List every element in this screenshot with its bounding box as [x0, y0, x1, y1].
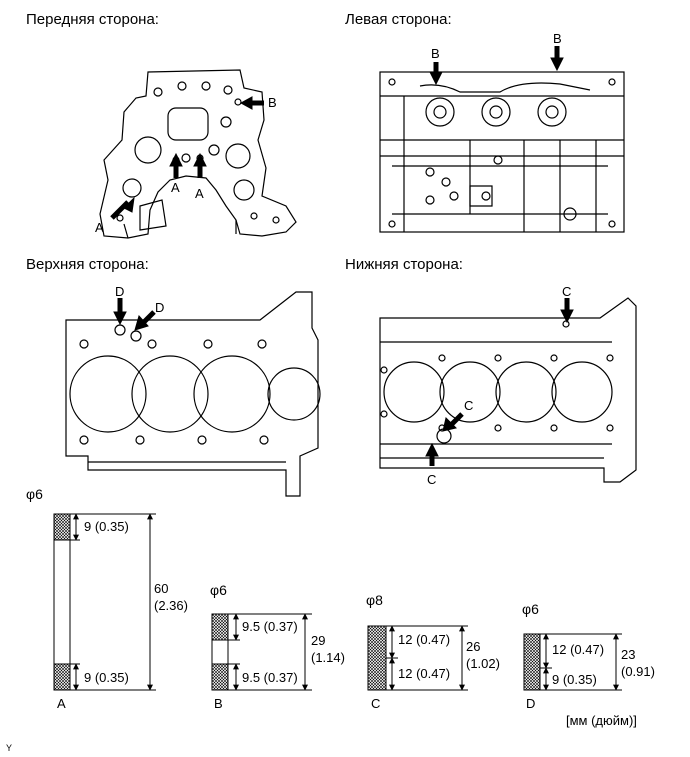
bottom-label-c2: C: [464, 398, 473, 413]
front-view-title: Передняя сторона:: [26, 11, 159, 28]
corner-mark: Y: [6, 743, 12, 753]
left-label-b2: B: [553, 31, 562, 46]
top-label-d2: D: [155, 300, 164, 315]
pin-b-bottom-dimension: 9.5 (0.37): [242, 670, 298, 685]
pin-b: [211, 613, 312, 691]
pin-b-total-length-in: (1.14): [311, 650, 345, 665]
top-view-title: Верхняя сторона:: [26, 256, 149, 273]
pin-a-letter: A: [57, 696, 66, 711]
pin-a-total-length: 60: [154, 581, 168, 596]
units-note: [мм (дюйм)]: [566, 713, 637, 728]
pin-a-top-dimension: 9 (0.35): [84, 519, 129, 534]
top-label-d1: D: [115, 284, 124, 299]
pin-a-bottom-dimension: 9 (0.35): [84, 670, 129, 685]
left-view-title: Левая сторона:: [345, 11, 452, 28]
bottom-label-c3: C: [427, 472, 436, 487]
left-label-b1: B: [431, 46, 440, 61]
pin-d-letter: D: [526, 696, 535, 711]
pin-a-diameter: φ6: [26, 486, 43, 502]
front-view-drawing: [99, 69, 297, 239]
pin-c-diameter: φ8: [366, 592, 383, 608]
pin-d-diameter: φ6: [522, 601, 539, 617]
bottom-label-c1: C: [562, 284, 571, 299]
bottom-view-arrows: [425, 298, 574, 466]
pin-d-total-length-in: (0.91): [621, 664, 655, 679]
left-view-drawing: [379, 71, 625, 233]
pin-d: [523, 633, 622, 691]
pin-b-letter: B: [214, 696, 223, 711]
pin-c-bottom-dimension: 12 (0.47): [398, 666, 450, 681]
left-view-arrows: [429, 46, 564, 86]
pin-d-top-dimension: 12 (0.47): [552, 642, 604, 657]
pin-b-total-length: 29: [311, 633, 325, 648]
pin-a: [53, 513, 156, 691]
pin-c-total-length-in: (1.02): [466, 656, 500, 671]
pin-c: [367, 625, 468, 691]
front-label-b: B: [268, 95, 277, 110]
top-view-arrows: [113, 298, 156, 331]
pin-d-bottom-dimension: 9 (0.35): [552, 672, 597, 687]
top-view-drawing: [65, 291, 321, 497]
pin-c-top-dimension: 12 (0.47): [398, 632, 450, 647]
pin-b-diameter: φ6: [210, 582, 227, 598]
front-label-a2: A: [171, 180, 180, 195]
pin-c-total-length: 26: [466, 639, 480, 654]
pin-d-total-length: 23: [621, 647, 635, 662]
pin-a-total-length-in: (2.36): [154, 598, 188, 613]
front-label-a3: A: [195, 186, 204, 201]
pin-b-top-dimension: 9.5 (0.37): [242, 619, 298, 634]
pin-c-letter: C: [371, 696, 380, 711]
bottom-view-title: Нижняя сторона:: [345, 256, 463, 273]
bottom-view-drawing: [379, 297, 637, 483]
front-label-a1: A: [95, 220, 104, 235]
front-view-arrows: [110, 96, 264, 220]
